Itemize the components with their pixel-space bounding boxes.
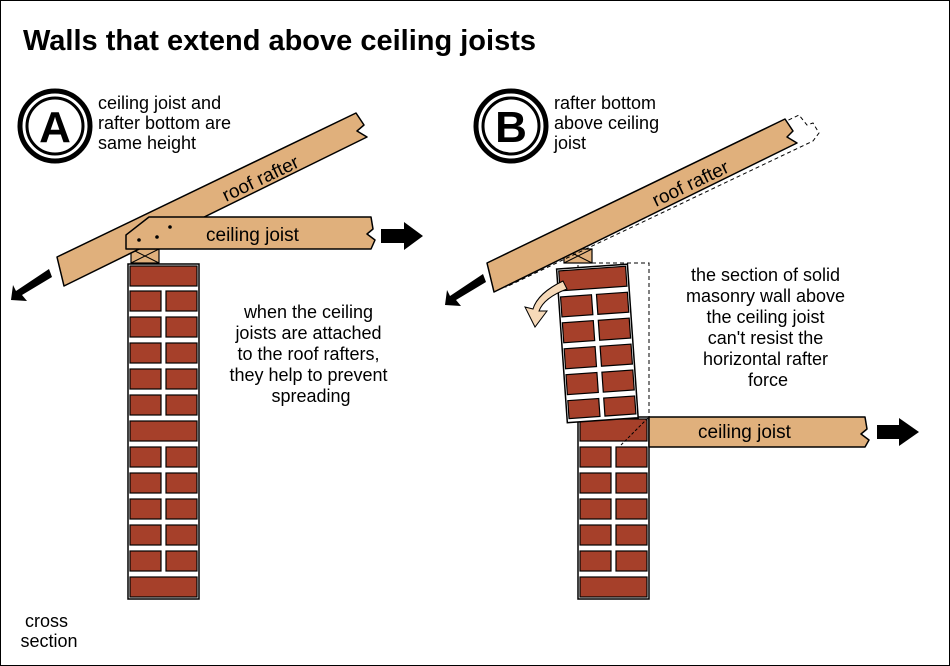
badge-b-letter: B <box>495 103 527 152</box>
diagram-title: Walls that extend above ceiling joists <box>23 25 536 57</box>
arrow-right-b <box>877 418 919 446</box>
brick-wall-a <box>127 263 200 600</box>
cross-section-label: cross section <box>20 611 77 651</box>
original-rafter-outline-b <box>497 114 820 288</box>
joist-label-b: ceiling joist <box>698 422 792 443</box>
ceiling-joist-a: ceiling joist <box>125 216 376 250</box>
panel-a: A ceiling joist and rafter bottom are sa… <box>11 88 423 651</box>
ceiling-joist-b: ceiling joist <box>648 416 870 448</box>
badge-b: B <box>473 88 549 164</box>
brick-wall-b-lower <box>577 416 650 600</box>
brick-wall-b-upper-tilted <box>555 263 639 424</box>
panel-a-caption: ceiling joist and rafter bottom are same… <box>98 93 236 153</box>
crack-line-b <box>620 416 650 446</box>
arrow-left-b <box>445 274 486 306</box>
arrow-right-a <box>381 222 423 250</box>
joist-label-a: ceiling joist <box>206 225 300 246</box>
panel-b-caption: rafter bottom above ceiling joist <box>553 93 664 153</box>
curved-arrow-b <box>524 280 568 328</box>
arrow-left-a <box>11 269 52 301</box>
panel-b: B rafter bottom above ceiling joist <box>445 88 919 600</box>
panel-b-note: the section of solid masonry wall above … <box>686 265 850 390</box>
panel-a-note: when the ceiling joists are attached to … <box>229 302 392 406</box>
badge-a: A <box>17 88 93 164</box>
badge-a-letter: A <box>39 103 71 152</box>
